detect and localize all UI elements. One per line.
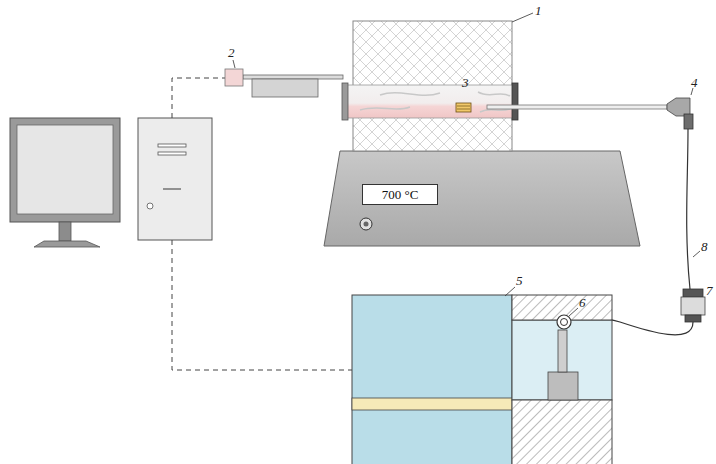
fiber-holder (561, 319, 568, 326)
leader-line (691, 88, 693, 95)
sample-layer (457, 109, 470, 110)
drive-slot (163, 188, 181, 189)
callout-number: 1 (535, 4, 542, 17)
motor-drive (225, 69, 243, 86)
chamber-wall (512, 400, 612, 464)
furnace-base (324, 151, 640, 246)
callout-number: 7 (706, 284, 713, 297)
drive-slot (158, 152, 186, 155)
tube-flange (512, 83, 518, 120)
fiber-holder (557, 315, 571, 329)
sample-chamber (512, 320, 612, 400)
data-cable (172, 240, 352, 370)
holder-post (558, 330, 567, 372)
fiber-connector (681, 297, 705, 315)
screen (17, 125, 113, 214)
leader-line (505, 287, 515, 296)
fiber-port (684, 114, 693, 129)
power-button (147, 203, 153, 209)
drive-slot (158, 144, 186, 147)
fiber-connector (683, 289, 703, 297)
callout-number: 4 (691, 76, 698, 89)
spectrometer (352, 295, 512, 464)
sample (456, 103, 471, 112)
spectrometer-stripe (352, 398, 512, 410)
tube-flange (342, 83, 348, 120)
leader-line (512, 13, 533, 22)
push-rod (243, 75, 343, 79)
optical-probe (487, 105, 667, 109)
callout-number: 3 (462, 76, 469, 89)
display-reading: 700 °C (382, 188, 419, 201)
optical-fiber (687, 129, 690, 289)
fiber-connector (685, 315, 701, 322)
rod-guide (252, 79, 318, 97)
callout-number: 5 (516, 274, 523, 287)
leader-line (233, 60, 235, 68)
pc-tower (138, 118, 212, 240)
callout-number: 2 (228, 46, 235, 59)
computer (10, 118, 212, 247)
monitor-neck (59, 222, 71, 241)
holder-base (548, 372, 578, 400)
temperature-display: 700 °C (362, 184, 438, 205)
leader-line (693, 251, 700, 257)
probe-fitting (667, 98, 690, 116)
callout-number: 8 (701, 240, 708, 253)
leader-line (569, 308, 578, 316)
monitor (10, 118, 120, 222)
control-knob (360, 218, 372, 230)
data-cable (172, 78, 225, 118)
control-knob (364, 222, 369, 227)
callout-number: 6 (579, 296, 586, 309)
quartz-tube (347, 85, 514, 118)
monitor-base (34, 241, 100, 247)
sample-layer (457, 106, 470, 107)
